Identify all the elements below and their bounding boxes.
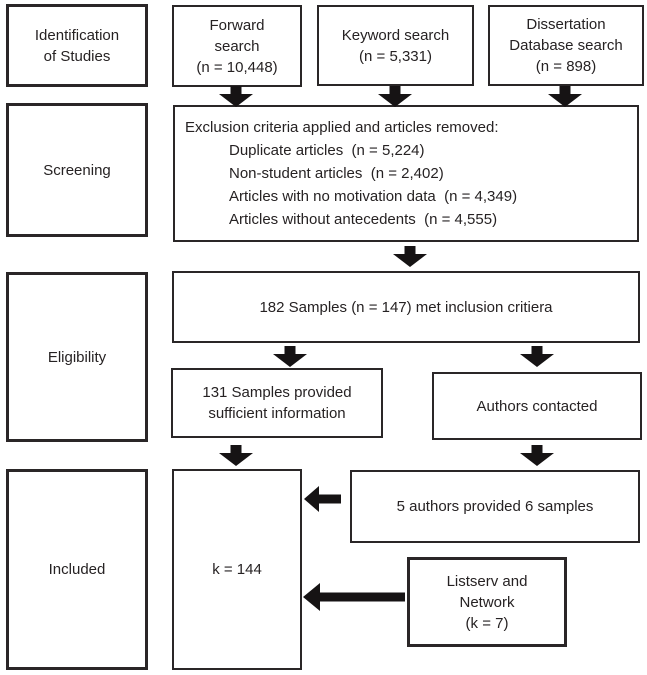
- listserv-line: (k = 7): [465, 614, 509, 632]
- stage-identification: Identification of Studies: [6, 4, 148, 87]
- arrow-down-icon: [219, 86, 253, 107]
- arrow-down-icon: [548, 86, 582, 107]
- arrow-left-icon: [303, 583, 405, 611]
- sufficient-line: 131 Samples provided: [202, 384, 352, 401]
- sufficient-line: sufficient information: [208, 405, 346, 422]
- source-count: (n = 5,331): [359, 47, 432, 65]
- source-line: Keyword search: [341, 26, 450, 44]
- exclusion-heading: Exclusion criteria applied and articles …: [185, 119, 499, 136]
- source-line: search: [214, 37, 260, 55]
- exclusion-item: Articles without antecedents (n = 4,555): [229, 211, 498, 228]
- stage-label-line: of Studies: [43, 47, 111, 65]
- authors-provided-samples-box: 5 authors provided 6 samples: [350, 470, 640, 543]
- authors-provided-text: 5 authors provided 6 samples: [396, 498, 594, 515]
- stage-label-line: Eligibility: [47, 348, 107, 366]
- authors-contacted-text: Authors contacted: [476, 397, 598, 415]
- listserv-line: Listserv and: [446, 572, 528, 590]
- inclusion-text: 182 Samples (n = 147) met inclusion crit…: [259, 298, 553, 316]
- arrow-down-icon: [378, 86, 412, 107]
- arrow-down-icon: [219, 445, 253, 466]
- source-count: (n = 10,448): [196, 58, 278, 76]
- exclusion-item: Non-student articles (n = 2,402): [229, 165, 444, 182]
- stage-screening: Screening: [6, 103, 148, 237]
- stage-label-line: Screening: [43, 161, 111, 179]
- arrow-down-icon: [393, 246, 427, 267]
- listserv-network-box: Listserv and Network (k = 7): [407, 557, 567, 647]
- source-count: (n = 898): [535, 58, 597, 75]
- authors-contacted-box: Authors contacted: [432, 372, 642, 440]
- exclusion-item: Articles with no motivation data (n = 4,…: [229, 188, 518, 205]
- k-total-text: k = 144: [212, 561, 262, 578]
- arrow-down-icon: [520, 445, 554, 466]
- exclusion-item: Duplicate articles (n = 5,224): [229, 142, 425, 159]
- stage-included: Included: [6, 469, 148, 670]
- stage-label-line: Identification: [34, 26, 120, 44]
- stage-eligibility: Eligibility: [6, 272, 148, 442]
- source-forward-search-box: Forward search (n = 10,448): [172, 5, 302, 87]
- arrow-down-icon: [520, 346, 554, 367]
- exclusion-criteria-box: Exclusion criteria applied and articles …: [173, 105, 639, 242]
- source-keyword-search-box: Keyword search (n = 5,331): [317, 5, 474, 86]
- source-line: Dissertation: [526, 16, 606, 33]
- arrow-down-icon: [273, 346, 307, 367]
- stage-label-line: Included: [48, 561, 106, 578]
- source-dissertation-search-box: Dissertation Database search (n = 898): [488, 5, 644, 86]
- source-line: Forward: [209, 16, 265, 34]
- inclusion-criteria-met-box: 182 Samples (n = 147) met inclusion crit…: [172, 271, 640, 343]
- source-line: Database search: [509, 37, 623, 54]
- listserv-line: Network: [459, 593, 515, 611]
- included-total-box: k = 144: [172, 469, 302, 670]
- arrow-left-icon: [304, 486, 341, 512]
- sufficient-information-box: 131 Samples provided sufficient informat…: [171, 368, 383, 438]
